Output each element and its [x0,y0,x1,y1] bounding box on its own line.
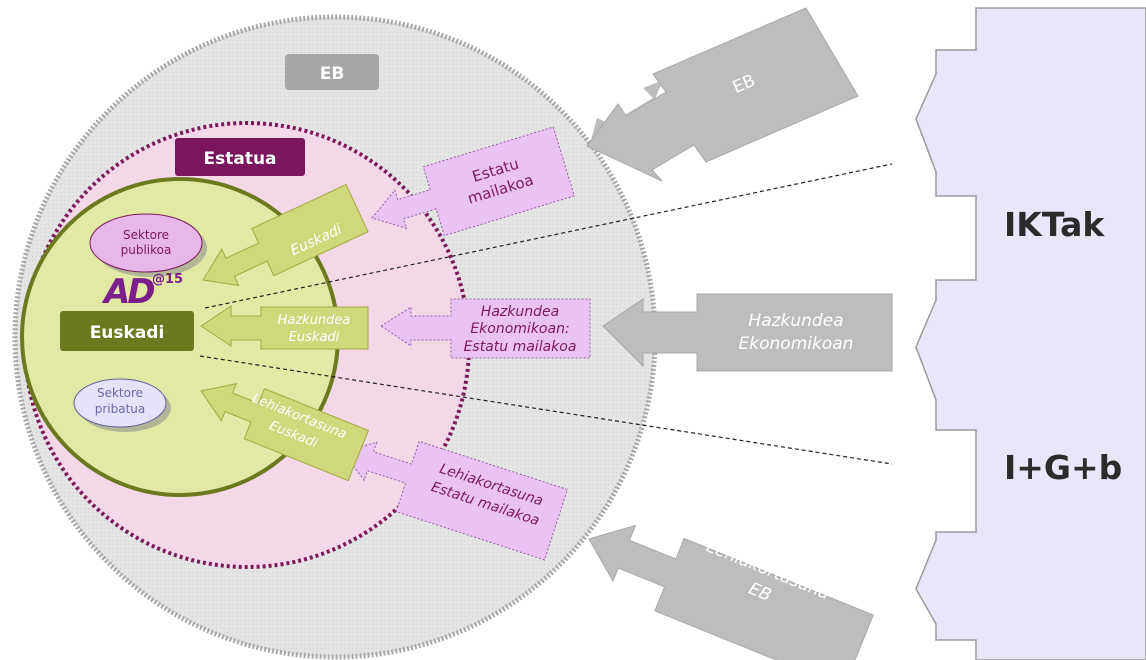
arrow-eb-lehiakortasuna: Lehiakortasuna EB [588,524,874,660]
arrow-estatu-mailakoa: Estatu mailakoa [371,126,575,237]
arrow-estatu-hazkundea-line1: Hazkundea [481,304,559,320]
right-panel-item-igb: I+G+b [1004,448,1122,487]
ad15-logo-main: AD [101,272,154,312]
arrow-estatu-hazkundea-line2: Ekonomikoan: [470,321,569,337]
ad15-logo-superscript: @15 [152,272,183,287]
estatua-label: Estatua [203,149,276,169]
dashed-line-bottom [199,355,893,465]
right-panel-shape [915,7,1146,660]
arrow-eb-eb: EB [586,7,859,182]
oval-publikoa-line2: publikoa [121,243,172,257]
arrow-euskadi-hazkundea: Hazkundea Euskadi [200,305,369,350]
arrow-eb-hazkundea-line2: Ekonomikoan [739,334,854,354]
eb-label-box [285,54,379,90]
arrow-estatu-lehiakortasuna: Lehiakortasuna Estatu mailakoa [341,440,569,561]
arrow-euskadi-hazkundea-line2: Euskadi [289,330,340,345]
arrow-estatu-hazkundea-line3: Estatu mailakoa [464,339,577,355]
arrow-estatu-hazkundea: Hazkundea Ekonomikoan: Estatu mailakoa [380,298,591,359]
dashed-line-top [204,163,893,309]
oval-sektore-publikoa: Sektore publikoa [89,213,207,277]
oval-pribatua-line2: pribatua [95,402,146,416]
ad15-logo: AD @15 [101,272,183,312]
arrow-euskadi-hazkundea-line1: Hazkundea [278,313,351,328]
arrow-eb-hazkundea-line1: Hazkundea [748,311,843,331]
eb-label: EB [320,64,345,84]
estatua-label-box [175,138,305,176]
euskadi-label-box [60,311,194,351]
oval-pribatua-line1: Sektore [97,386,143,400]
right-panel-item-ikt: IKTak [1004,205,1105,244]
euskadi-label: Euskadi [90,323,165,343]
oval-publikoa-line1: Sektore [123,228,169,242]
oval-sektore-pribatua: Sektore pribatua [73,378,171,432]
arrow-eb-hazkundea: Hazkundea Ekonomikoan [602,293,893,372]
